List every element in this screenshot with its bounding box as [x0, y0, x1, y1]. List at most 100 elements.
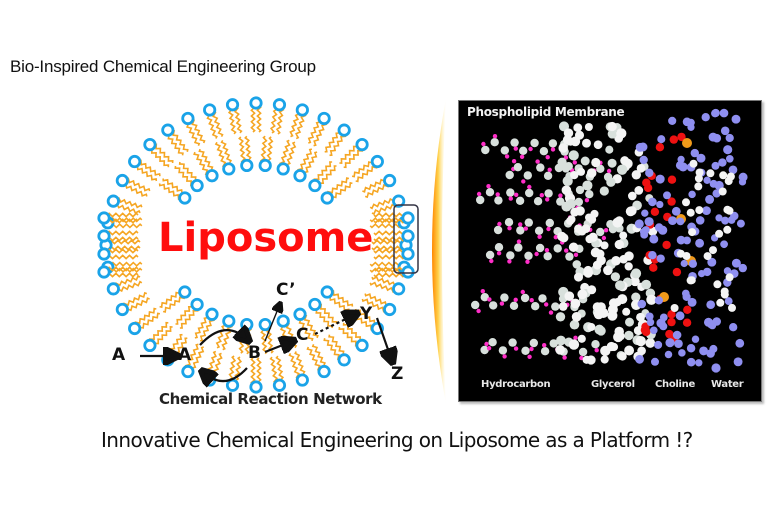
- carbon-atom: [513, 163, 523, 172]
- lipid-outer: [369, 275, 406, 296]
- hydrogen-atom: [527, 354, 532, 359]
- water-atom: [736, 219, 745, 228]
- glycerol-atom: [572, 260, 582, 269]
- water-atom: [656, 200, 664, 209]
- lipid-outer: [106, 274, 143, 296]
- choline-atom: [723, 225, 732, 234]
- lipid-outer: [306, 344, 331, 379]
- glycerol-atom: [635, 335, 646, 347]
- carbon-atom: [498, 346, 508, 355]
- choline-atom: [695, 206, 704, 215]
- oxygen-atom: [667, 310, 676, 319]
- lipid-head: [317, 364, 331, 379]
- phosphorus-atom: [682, 138, 692, 148]
- carbon-atom: [514, 243, 523, 252]
- glycerol-atom: [633, 326, 643, 336]
- hydrogen-atom: [492, 134, 498, 139]
- carbon-atom: [534, 226, 544, 235]
- species-c-prime: C’: [276, 280, 296, 300]
- hydrogen-atom: [514, 192, 519, 197]
- lipid-outer: [351, 154, 384, 183]
- lipid-head: [276, 162, 290, 176]
- water-atom: [729, 323, 738, 332]
- carbon-atom: [500, 293, 509, 302]
- hydrogen-atom: [529, 298, 534, 303]
- lipid-head: [401, 229, 415, 243]
- lipid-head: [203, 103, 217, 117]
- water-atom: [695, 216, 705, 225]
- glycerol-atom: [645, 338, 656, 348]
- lipid-head: [308, 297, 322, 312]
- hydrogen-atom: [564, 248, 569, 253]
- lipid-head: [308, 178, 322, 193]
- lipid-tail: [103, 248, 139, 254]
- carbon-atom: [505, 170, 514, 180]
- hydrogen-atom: [601, 235, 607, 241]
- water-atom: [738, 172, 748, 182]
- hydrogen-atom: [539, 193, 544, 198]
- lipid-bilayer: [97, 96, 415, 394]
- glycerol-atom: [607, 129, 617, 139]
- water-atom: [711, 109, 719, 118]
- lipid-tail: [373, 218, 409, 224]
- carbon-atom: [520, 293, 530, 303]
- water-atom: [720, 126, 730, 136]
- hydrogen-atom: [537, 234, 542, 239]
- water-atom: [735, 338, 745, 348]
- glycerol-atom: [647, 226, 658, 236]
- species-y: Y: [360, 304, 373, 324]
- arrow-a-to-b-curve: [199, 330, 248, 345]
- glycerol-atom: [583, 267, 594, 278]
- water-atom: [688, 259, 698, 268]
- choline-atom: [726, 172, 735, 181]
- carbon-atom: [493, 225, 503, 235]
- lipid-head: [258, 317, 272, 332]
- water-atom: [715, 214, 723, 222]
- arrow-b-to-c-prime: [264, 304, 280, 342]
- hydrogen-atom: [545, 155, 550, 160]
- label-hydrocarbon: Hydrocarbon: [481, 379, 551, 390]
- hydrogen-atom: [484, 341, 489, 347]
- hydrogen-atom: [497, 221, 502, 227]
- panel-title: Phospholipid Membrane: [467, 105, 625, 119]
- carbon-atom: [494, 196, 503, 205]
- lipid-head: [401, 247, 415, 261]
- glycerol-atom: [636, 312, 645, 322]
- lipid-outer: [249, 357, 263, 394]
- oxygen-atom: [672, 267, 682, 277]
- hydrogen-atom: [480, 289, 485, 294]
- carbon-atom: [524, 218, 533, 227]
- glycerol-atom: [641, 279, 652, 290]
- choline-atom: [670, 304, 679, 312]
- carbon-atom: [508, 338, 517, 347]
- lipid-head: [190, 297, 204, 312]
- lipid-head: [106, 282, 120, 296]
- water-atom: [711, 363, 721, 373]
- lipid-head: [320, 191, 334, 205]
- lipid-head: [249, 96, 263, 110]
- glycerol-atom: [570, 298, 581, 309]
- carbon-atom: [490, 138, 499, 147]
- carbon-atom: [549, 339, 558, 348]
- lipid-outer: [115, 291, 150, 317]
- species-c: C: [296, 325, 309, 345]
- choline-atom: [715, 229, 724, 238]
- glycerol-atom: [557, 157, 567, 167]
- lipid-head: [317, 111, 331, 126]
- lipid-head: [128, 321, 142, 336]
- hydrogen-atom: [547, 167, 552, 172]
- hydrogen-atom: [553, 235, 558, 240]
- water-atom: [725, 154, 734, 163]
- glycerol-atom: [575, 185, 585, 195]
- water-atom: [687, 297, 697, 307]
- carbon-atom: [535, 243, 545, 253]
- hydrogen-atom: [508, 196, 513, 201]
- glycerol-atom: [617, 294, 628, 305]
- lipid-head: [106, 194, 120, 208]
- water-atom: [686, 357, 696, 367]
- lipid-inner: [215, 314, 236, 351]
- lipid-head: [293, 169, 307, 183]
- label-water: Water: [711, 379, 744, 390]
- lipid-outer: [115, 173, 151, 197]
- oxygen-atom: [642, 327, 651, 337]
